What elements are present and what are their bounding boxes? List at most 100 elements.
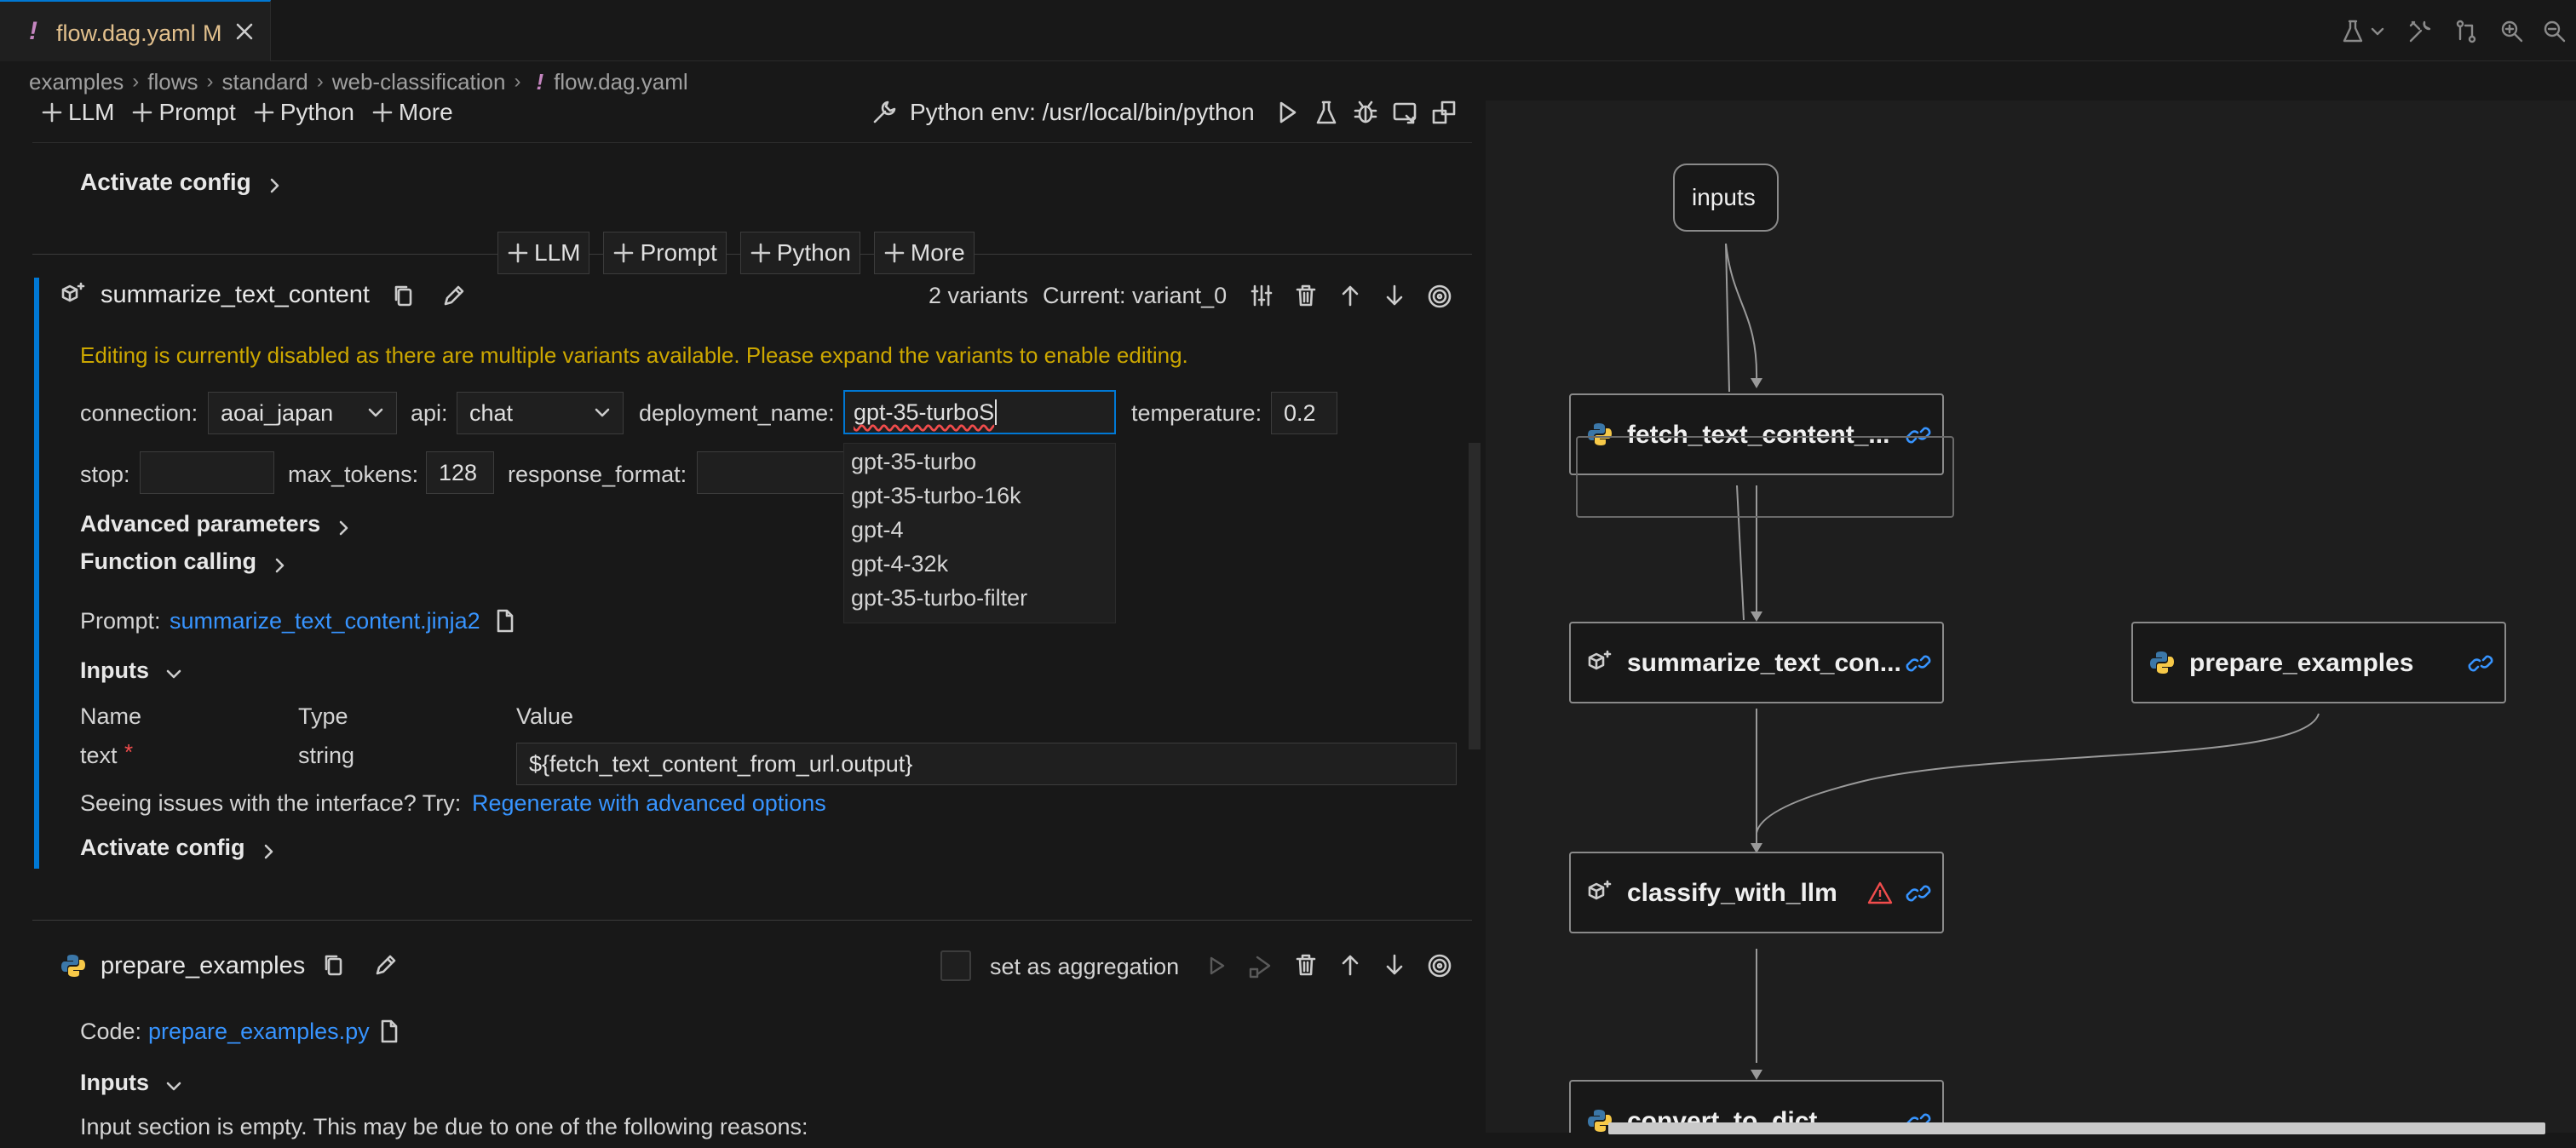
chevron-down-icon[interactable] xyxy=(2370,26,2385,37)
copy-icon[interactable] xyxy=(392,283,416,308)
close-icon[interactable] xyxy=(232,19,257,44)
warning-icon xyxy=(1867,881,1893,904)
visual-editor-icon[interactable] xyxy=(1391,99,1418,126)
flask-icon[interactable] xyxy=(2341,19,2365,44)
arrow-up-icon[interactable] xyxy=(1337,952,1363,978)
insert-llm-label: LLM xyxy=(534,239,581,266)
advanced-parameters-toggle[interactable]: Advanced parameters xyxy=(80,511,351,537)
arrow-down-icon[interactable] xyxy=(1382,283,1407,308)
inputs-toggle[interactable]: Inputs xyxy=(80,657,183,684)
suggestion-item[interactable]: gpt-35-turbo-filter xyxy=(851,585,1028,611)
deployment-name-label: deployment_name: xyxy=(639,400,835,426)
function-calling-toggle[interactable]: Function calling xyxy=(80,548,287,575)
api-label: api: xyxy=(411,400,448,426)
arrow-down-icon[interactable] xyxy=(1382,952,1407,978)
suggestion-item[interactable]: gpt-35-turbo-16k xyxy=(851,483,1021,508)
flask-icon[interactable] xyxy=(1313,99,1340,126)
insert-prompt-button[interactable]: Prompt xyxy=(603,232,727,274)
connection-value: aoai_japan xyxy=(221,399,334,426)
node-divider xyxy=(32,920,1472,921)
insert-more-button[interactable]: More xyxy=(873,232,975,274)
temperature-input[interactable]: 0.2 xyxy=(1271,392,1337,434)
aggregation-checkbox[interactable] xyxy=(940,950,971,981)
deployment-name-input[interactable]: gpt-35-turboS xyxy=(843,390,1116,434)
add-python-button[interactable]: Python xyxy=(253,99,354,126)
breadcrumb-item[interactable]: flow.dag.yaml xyxy=(554,68,688,95)
graph-node-classify[interactable]: classify_with_llm xyxy=(1569,852,1944,933)
graph-horizontal-scrollbar[interactable] xyxy=(1608,1122,2545,1134)
response-format-select[interactable] xyxy=(697,451,850,494)
edit-icon[interactable] xyxy=(441,283,467,308)
run-debug-icon[interactable] xyxy=(1247,954,1273,979)
suggestion-item[interactable]: gpt-4 xyxy=(851,517,904,542)
file-icon[interactable] xyxy=(378,1019,400,1044)
column-header-value: Value xyxy=(516,703,574,729)
suggestion-item[interactable]: gpt-35-turbo xyxy=(851,449,977,474)
prompt-label: Prompt: xyxy=(80,608,161,634)
insert-llm-button[interactable]: LLM xyxy=(497,232,590,274)
plus-icon xyxy=(254,102,274,123)
copy-icon[interactable] xyxy=(322,952,346,978)
max-tokens-input[interactable]: 128 xyxy=(426,451,494,494)
plus-icon xyxy=(884,243,905,263)
target-icon[interactable] xyxy=(1426,952,1453,979)
prompt-file-link[interactable]: summarize_text_content.jinja2 xyxy=(170,608,480,634)
breadcrumb-item[interactable]: examples xyxy=(29,68,124,95)
variant-stack-shadow xyxy=(1576,436,1954,518)
add-more-button[interactable]: More xyxy=(371,99,453,126)
suggestion-item[interactable]: gpt-4-32k xyxy=(851,551,949,577)
modified-badge: M xyxy=(203,20,222,46)
link-icon[interactable] xyxy=(1905,881,1932,906)
plus-icon xyxy=(133,102,152,123)
api-select[interactable]: chat xyxy=(457,392,624,434)
insert-python-button[interactable]: Python xyxy=(739,232,860,274)
tools-icon[interactable] xyxy=(2407,19,2433,44)
debug-icon[interactable] xyxy=(1352,99,1379,126)
code-file-link[interactable]: prepare_examples.py xyxy=(148,1019,370,1044)
run-icon[interactable] xyxy=(1205,954,1228,978)
graph-node-summarize[interactable]: summarize_text_con... xyxy=(1569,622,1944,703)
variants-tune-icon[interactable] xyxy=(1249,283,1274,308)
add-prompt-button[interactable]: Prompt xyxy=(131,99,236,126)
top-activate-config-toggle[interactable]: Activate config xyxy=(80,169,282,196)
run-icon[interactable] xyxy=(1274,99,1301,126)
input-value-field[interactable]: ${fetch_text_content_from_url.output} xyxy=(516,743,1457,785)
insert-more-label: More xyxy=(910,239,965,266)
compare-icon[interactable] xyxy=(2453,19,2479,44)
trash-icon[interactable] xyxy=(1293,952,1319,978)
target-icon[interactable] xyxy=(1426,283,1453,310)
stop-input[interactable] xyxy=(140,451,274,494)
graph-node-label: fetch_text_content_... xyxy=(1627,421,1890,449)
python-env-label[interactable]: Python env: /usr/local/bin/python xyxy=(910,99,1255,125)
activate-config-toggle[interactable]: Activate config xyxy=(80,835,276,861)
link-icon[interactable] xyxy=(1905,651,1932,676)
layout-icon[interactable] xyxy=(1430,99,1458,126)
edit-icon[interactable] xyxy=(373,952,399,978)
graph-edges xyxy=(1725,243,2320,1080)
regenerate-link[interactable]: Regenerate with advanced options xyxy=(472,790,826,816)
breadcrumb-item[interactable]: web-classification xyxy=(331,68,506,95)
graph-node-prepare-examples[interactable]: prepare_examples xyxy=(2131,622,2506,703)
arrow-up-icon[interactable] xyxy=(1337,283,1363,308)
file-icon[interactable] xyxy=(494,608,516,634)
llm-node-icon xyxy=(1588,650,1612,670)
graph-node-inputs[interactable]: inputs xyxy=(1673,164,1779,232)
editor-tab-bar: ! flow.dag.yaml M xyxy=(0,0,2576,61)
plus-icon xyxy=(372,102,393,123)
chevron-right-icon xyxy=(339,520,348,535)
inputs-toggle[interactable]: Inputs xyxy=(80,1070,183,1096)
zoom-out-icon[interactable] xyxy=(2542,19,2567,44)
column-header-name: Name xyxy=(80,703,142,729)
trash-icon[interactable] xyxy=(1293,283,1319,308)
connection-select[interactable]: aoai_japan xyxy=(208,392,397,434)
breadcrumb-item[interactable]: flows xyxy=(147,68,198,95)
breadcrumb-item[interactable]: standard xyxy=(221,68,308,95)
editor-scrollbar[interactable] xyxy=(1469,443,1481,749)
status-strip xyxy=(0,1141,2576,1148)
zoom-in-icon[interactable] xyxy=(2499,19,2525,44)
chevron-down-icon xyxy=(595,408,610,417)
tab-flow-dag-yaml[interactable]: ! flow.dag.yaml M xyxy=(0,0,271,61)
add-llm-button[interactable]: LLM xyxy=(41,99,114,126)
link-icon[interactable] xyxy=(2467,651,2494,676)
chevron-right-icon: › xyxy=(514,70,521,93)
